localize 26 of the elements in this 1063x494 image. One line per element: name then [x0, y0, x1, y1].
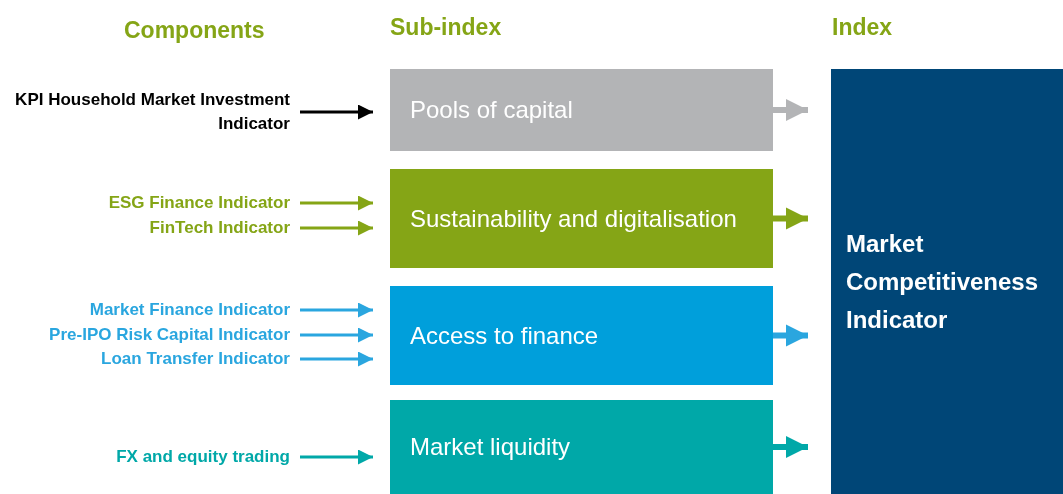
arrow — [300, 449, 374, 465]
arrow — [300, 351, 374, 367]
component-label: FinTech Indicator — [0, 216, 290, 240]
column-heading: Index — [832, 13, 893, 41]
component-label: ESG Finance Indicator — [0, 191, 290, 215]
sub-index-box: Access to finance — [390, 286, 773, 385]
arrow — [300, 195, 374, 211]
component-label: Loan Transfer Indicator — [0, 347, 290, 371]
component-label: KPI Household Market Investment Indicator — [0, 88, 290, 136]
arrow — [773, 99, 810, 121]
column-heading: Sub-index — [390, 13, 502, 41]
sub-index-box: Market liquidity — [390, 400, 773, 494]
component-label: Pre-IPO Risk Capital Indicator — [0, 323, 290, 347]
arrow — [300, 220, 374, 236]
component-label: Market Finance Indicator — [0, 298, 290, 322]
sub-index-box: Sustainability and digitalisation — [390, 169, 773, 268]
arrow — [300, 302, 374, 318]
arrow — [300, 327, 374, 343]
arrow — [773, 436, 810, 458]
sub-index-box: Pools of capital — [390, 69, 773, 151]
arrow — [300, 104, 374, 120]
column-heading: Components — [124, 16, 265, 44]
arrow — [773, 207, 810, 230]
component-label: FX and equity trading — [0, 445, 290, 469]
index-box: Market Competitiveness Indicator — [831, 69, 1063, 494]
arrow — [773, 324, 810, 347]
